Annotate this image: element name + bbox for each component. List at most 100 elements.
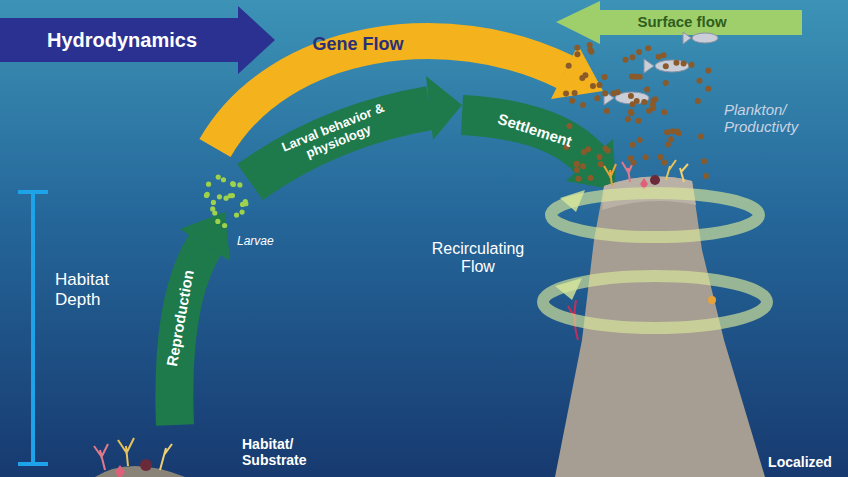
- plankton-dot: [563, 91, 569, 97]
- plankton-dot: [673, 60, 679, 66]
- depth-label: Habitat Depth: [55, 270, 145, 309]
- larva-dot: [237, 182, 242, 187]
- larva-dot: [230, 181, 235, 186]
- larvae-label: Larvae: [237, 235, 287, 249]
- habitat-label: Habitat/ Substrate: [242, 436, 342, 468]
- plankton-dot: [664, 129, 670, 135]
- plankton-dot: [645, 45, 651, 51]
- plankton-dot: [596, 154, 602, 160]
- plankton-dots: [563, 42, 711, 182]
- process-label: Reproduction: [160, 252, 200, 383]
- plankton-dot: [698, 134, 704, 140]
- plankton-dot: [574, 167, 580, 173]
- plankton-dot: [628, 109, 634, 115]
- plankton-dot: [705, 68, 711, 74]
- plankton-dot: [575, 176, 581, 182]
- plankton-dot: [582, 72, 588, 78]
- plankton-dot: [611, 90, 617, 96]
- plankton-dot: [641, 99, 647, 105]
- flow-label: Recirculating Flow: [419, 240, 537, 277]
- plankton-dot: [574, 161, 580, 167]
- plankton-dot: [644, 87, 650, 93]
- plankton-dot: [663, 63, 669, 69]
- plankton-dot: [569, 98, 575, 104]
- plankton-dot: [574, 51, 580, 57]
- plankton-dot: [604, 108, 610, 114]
- plankton-dot: [661, 52, 667, 58]
- larva-dot: [216, 174, 221, 179]
- larva-dot: [228, 193, 233, 198]
- larvae-dots: [204, 174, 249, 228]
- larva-dot: [234, 213, 239, 218]
- flow-label: Gene Flow: [288, 34, 428, 55]
- larva-dot: [239, 209, 244, 214]
- plankton-dot: [634, 98, 640, 104]
- plankton-dot: [636, 49, 642, 55]
- plankton-dot: [633, 74, 639, 80]
- plankton-dot: [630, 160, 636, 166]
- plankton-dot: [588, 175, 594, 181]
- fish: [604, 32, 718, 105]
- plankton-dot: [630, 54, 636, 60]
- larva-dot: [222, 223, 227, 228]
- plankton-dot: [587, 42, 593, 48]
- plankton-dot: [701, 158, 707, 164]
- plankton-dot: [661, 109, 667, 115]
- plankton-dot: [590, 83, 596, 89]
- plankton-dot: [602, 74, 608, 80]
- plankton-dot: [574, 45, 580, 51]
- plankton-dot: [625, 116, 631, 122]
- plankton-dot: [665, 142, 671, 148]
- plankton-dot: [681, 60, 687, 66]
- plankton-dot: [656, 54, 662, 60]
- plankton-dot: [650, 105, 656, 111]
- plankton-dot: [580, 102, 586, 108]
- larva-dot: [204, 193, 209, 198]
- hydrodynamics-arrow: [0, 6, 275, 74]
- larva-dot: [211, 200, 216, 205]
- plankton-dot: [574, 161, 580, 167]
- surface-flow-arrow: [556, 1, 802, 44]
- plankton-dot: [602, 91, 608, 97]
- plankton-dot: [695, 98, 701, 104]
- plankton-dot: [652, 96, 658, 102]
- plankton-dot: [668, 136, 674, 142]
- scale-label: Localized: [760, 454, 840, 470]
- larva-dot: [231, 182, 236, 187]
- plankton-dot: [566, 63, 572, 69]
- larva-dot: [217, 194, 222, 199]
- larva-dot: [206, 182, 211, 187]
- depth-bracket: [18, 192, 48, 464]
- larva-dot: [215, 219, 220, 224]
- plankton-dot: [705, 86, 711, 92]
- larva-dot: [205, 192, 210, 197]
- plankton-dot: [580, 163, 586, 169]
- plankton-dot: [594, 95, 600, 101]
- ring-arrowheads: [555, 190, 585, 300]
- plankton-dot: [643, 154, 649, 160]
- plankton-dot: [628, 93, 634, 99]
- plankton-dot: [661, 159, 667, 165]
- larva-dot: [221, 177, 226, 182]
- plankton-dot: [630, 142, 636, 148]
- larval-arrow: [250, 76, 462, 182]
- plankton-dot: [663, 80, 669, 86]
- plankton-dot: [597, 82, 603, 88]
- plankton-dot: [598, 161, 604, 167]
- plankton-dot: [603, 145, 609, 151]
- recirculating-rings: [543, 193, 767, 328]
- process-label: Larval behavior & physiology: [261, 93, 411, 177]
- plankton-dot: [688, 62, 694, 68]
- process-label: Settlement: [475, 103, 594, 156]
- seamount-corals: [568, 160, 716, 340]
- plankton-dot: [566, 123, 572, 129]
- plankton-dot: [623, 57, 629, 63]
- plankton-dot: [703, 173, 709, 179]
- plankton-label: Plankton/ Productivty: [724, 101, 824, 136]
- plankton-dot: [572, 90, 578, 96]
- plankton-dot: [670, 128, 676, 134]
- larva-dot: [240, 202, 245, 207]
- larva-dot: [212, 210, 217, 215]
